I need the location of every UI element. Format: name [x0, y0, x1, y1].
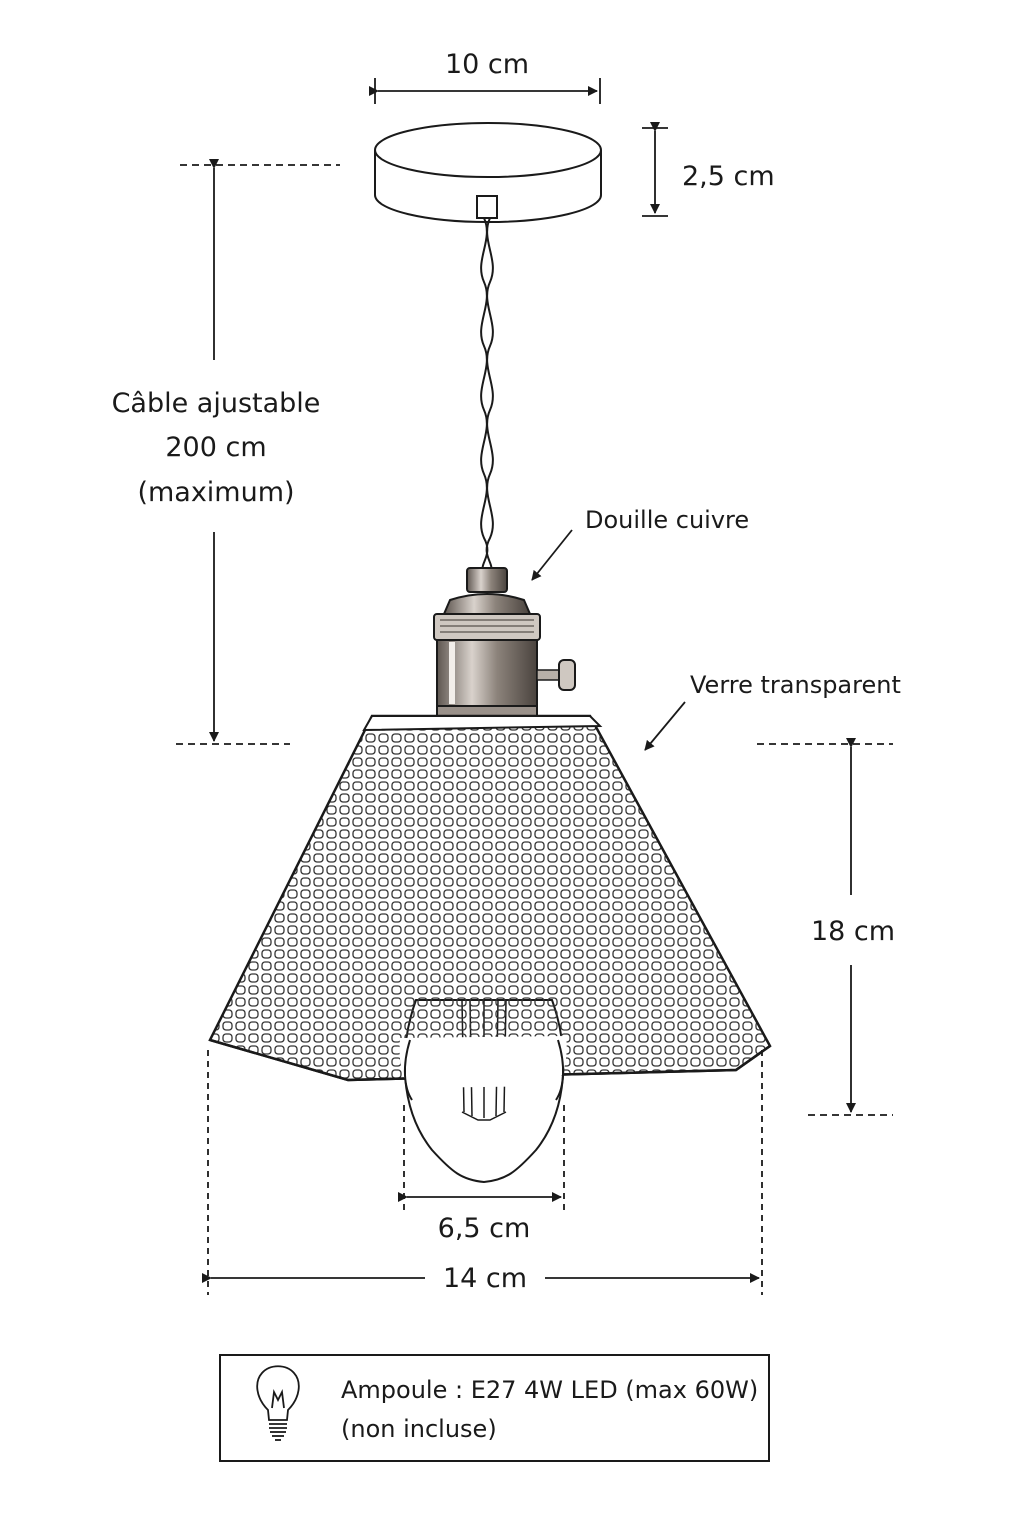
socket-callout-arrow — [531, 529, 573, 581]
cable-label-line1: Câble ajustable — [112, 388, 321, 419]
ceiling-canopy — [374, 122, 602, 223]
bulb-width-dimension — [398, 1105, 565, 1210]
shade-width-label: 14 cm — [443, 1263, 527, 1294]
light-bulb-icon — [256, 1365, 300, 1441]
glass-callout-arrow — [644, 701, 686, 751]
glass-shade — [208, 714, 772, 1101]
canopy-height-label: 2,5 cm — [682, 161, 775, 192]
socket-callout-label: Douille cuivre — [585, 506, 749, 534]
bulb-note-line1: Ampoule : E27 4W LED (max 60W) — [341, 1376, 758, 1404]
copper-socket — [433, 567, 576, 717]
shade-height-label: 18 cm — [811, 916, 895, 947]
cable-label-line2: 200 cm — [165, 432, 266, 463]
shade-width-dimension — [202, 1050, 763, 1295]
bulb-width-label: 6,5 cm — [438, 1213, 531, 1244]
bulb-note-box: Ampoule : E27 4W LED (max 60W) (non incl… — [219, 1354, 770, 1462]
twisted-cable — [480, 217, 494, 573]
cable-length-dimension — [176, 159, 340, 745]
cable-label-line3: (maximum) — [137, 477, 294, 508]
shade-height-dimension — [757, 738, 893, 1116]
bulb-note-line2: (non incluse) — [341, 1415, 497, 1443]
canopy-width-label: 10 cm — [445, 49, 529, 80]
canopy-width-dimension — [369, 78, 601, 104]
canopy-height-dimension — [642, 122, 668, 217]
glass-callout-label: Verre transparent — [690, 671, 901, 699]
